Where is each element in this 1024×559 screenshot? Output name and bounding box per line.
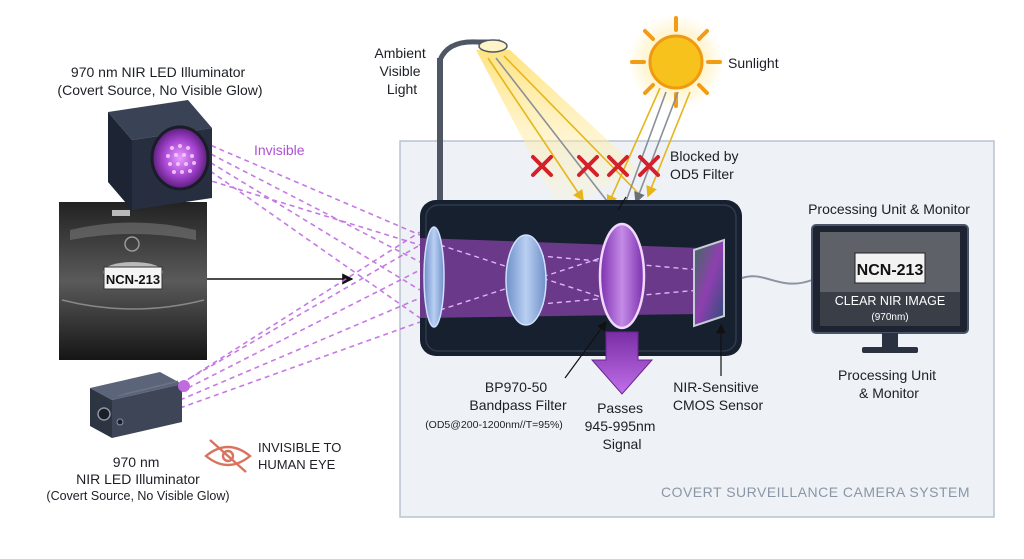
illuminator-top-subtitle: (Covert Source, No Visible Glow) [57,82,262,98]
ambient-line-3: Light [387,81,417,97]
ambient-line-2: Visible [380,63,421,79]
monitor-bottom-line-2: & Monitor [859,385,919,401]
blocked-x-icon [607,155,629,177]
nir-illuminator-bottom [90,372,190,438]
svg-text:BP970-50 Bandpass Filter: BP970-50 Bandpass Filter [469,379,567,413]
svg-text:Processing Unit & Monitor: Processing Unit & Monitor [838,367,940,401]
filter-name: BP970-50 [485,379,547,395]
system-title: COVERT SURVEILLANCE CAMERA SYSTEM [661,484,970,500]
sensor-line-1: NIR-Sensitive [673,379,759,395]
callout-lines [564,196,726,379]
ambient-line-1: Ambient [374,45,425,61]
blocked-x-icon [577,155,599,177]
pass-line-1: Passes [597,400,643,416]
svg-text:970 nm NIR LED Illuminator: 970 nm NIR LED Illuminator (Covert Sourc… [57,64,262,98]
scene-image: NCN-213 [59,202,207,360]
scene-plate-text: NCN-213 [106,272,160,287]
pass-signal-arrow [590,331,654,395]
illuminator-bottom-line-2: NIR LED Illuminator [76,471,200,487]
svg-text:970 nm NIR LED Illuminator: 970 nm NIR LED Illuminator [76,454,200,487]
monitor-image-title: CLEAR NIR IMAGE [835,294,945,308]
pass-line-3: Signal [603,436,642,452]
filter-type: Bandpass Filter [469,397,567,413]
svg-text:INVISIBLE TO HUMAN EYE: INVISIBLE TO HUMAN EYE [258,440,345,472]
blocked-line-2: OD5 Filter [670,166,734,182]
blocked-x-marks [531,155,660,177]
focusing-lens [505,234,547,326]
filter-spec: (OD5@200-1200nm//T=95%) [425,419,563,431]
monitor-cable [741,275,813,285]
monitor-image-sub: (970nm) [871,312,908,323]
monitor: NCN-213 CLEAR NIR IMAGE (970nm) [811,224,969,353]
front-lens [423,226,445,328]
crossed-eye-icon [204,439,252,473]
blocked-x-icon [638,155,660,177]
bandpass-filter [598,222,646,330]
cmos-sensor [693,238,725,328]
illuminator-bottom-line-3: (Covert Source, No Visible Glow) [46,489,229,503]
sunlight-label: Sunlight [728,55,779,71]
svg-text:Passes 945-995nm Signa: Passes 945-995nm Signal [585,400,660,452]
blocked-x-icon [531,155,553,177]
nir-illuminator-top [108,100,212,210]
street-lamp [437,39,640,210]
svg-text:Ambient Visible Light: Ambient Visible Light [374,45,429,97]
invisible-label: Invisible [254,142,305,158]
nir-signal-path [420,238,700,318]
monitor-top-label: Processing Unit & Monitor [808,201,970,217]
illuminator-top-title: 970 nm NIR LED Illuminator [71,64,246,80]
sensor-line-2: CMOS Sensor [673,397,764,413]
invisible-eye-line-1: INVISIBLE TO [258,440,341,455]
invisible-eye-line-2: HUMAN EYE [258,457,336,472]
monitor-plate-text: NCN-213 [857,262,924,279]
nir-beams [179,141,421,409]
monitor-bottom-line-1: Processing Unit [838,367,936,383]
illuminator-bottom-line-1: 970 nm [113,454,160,470]
svg-text:NIR-Sensitive CMOS Sensor: NIR-Sensitive CMOS Sensor [673,379,764,413]
svg-text:Blocked by OD5 Filter: Blocked by OD5 Filter [670,148,742,182]
pass-line-2: 945-995nm [585,418,656,434]
blocked-line-1: Blocked by [670,148,738,164]
